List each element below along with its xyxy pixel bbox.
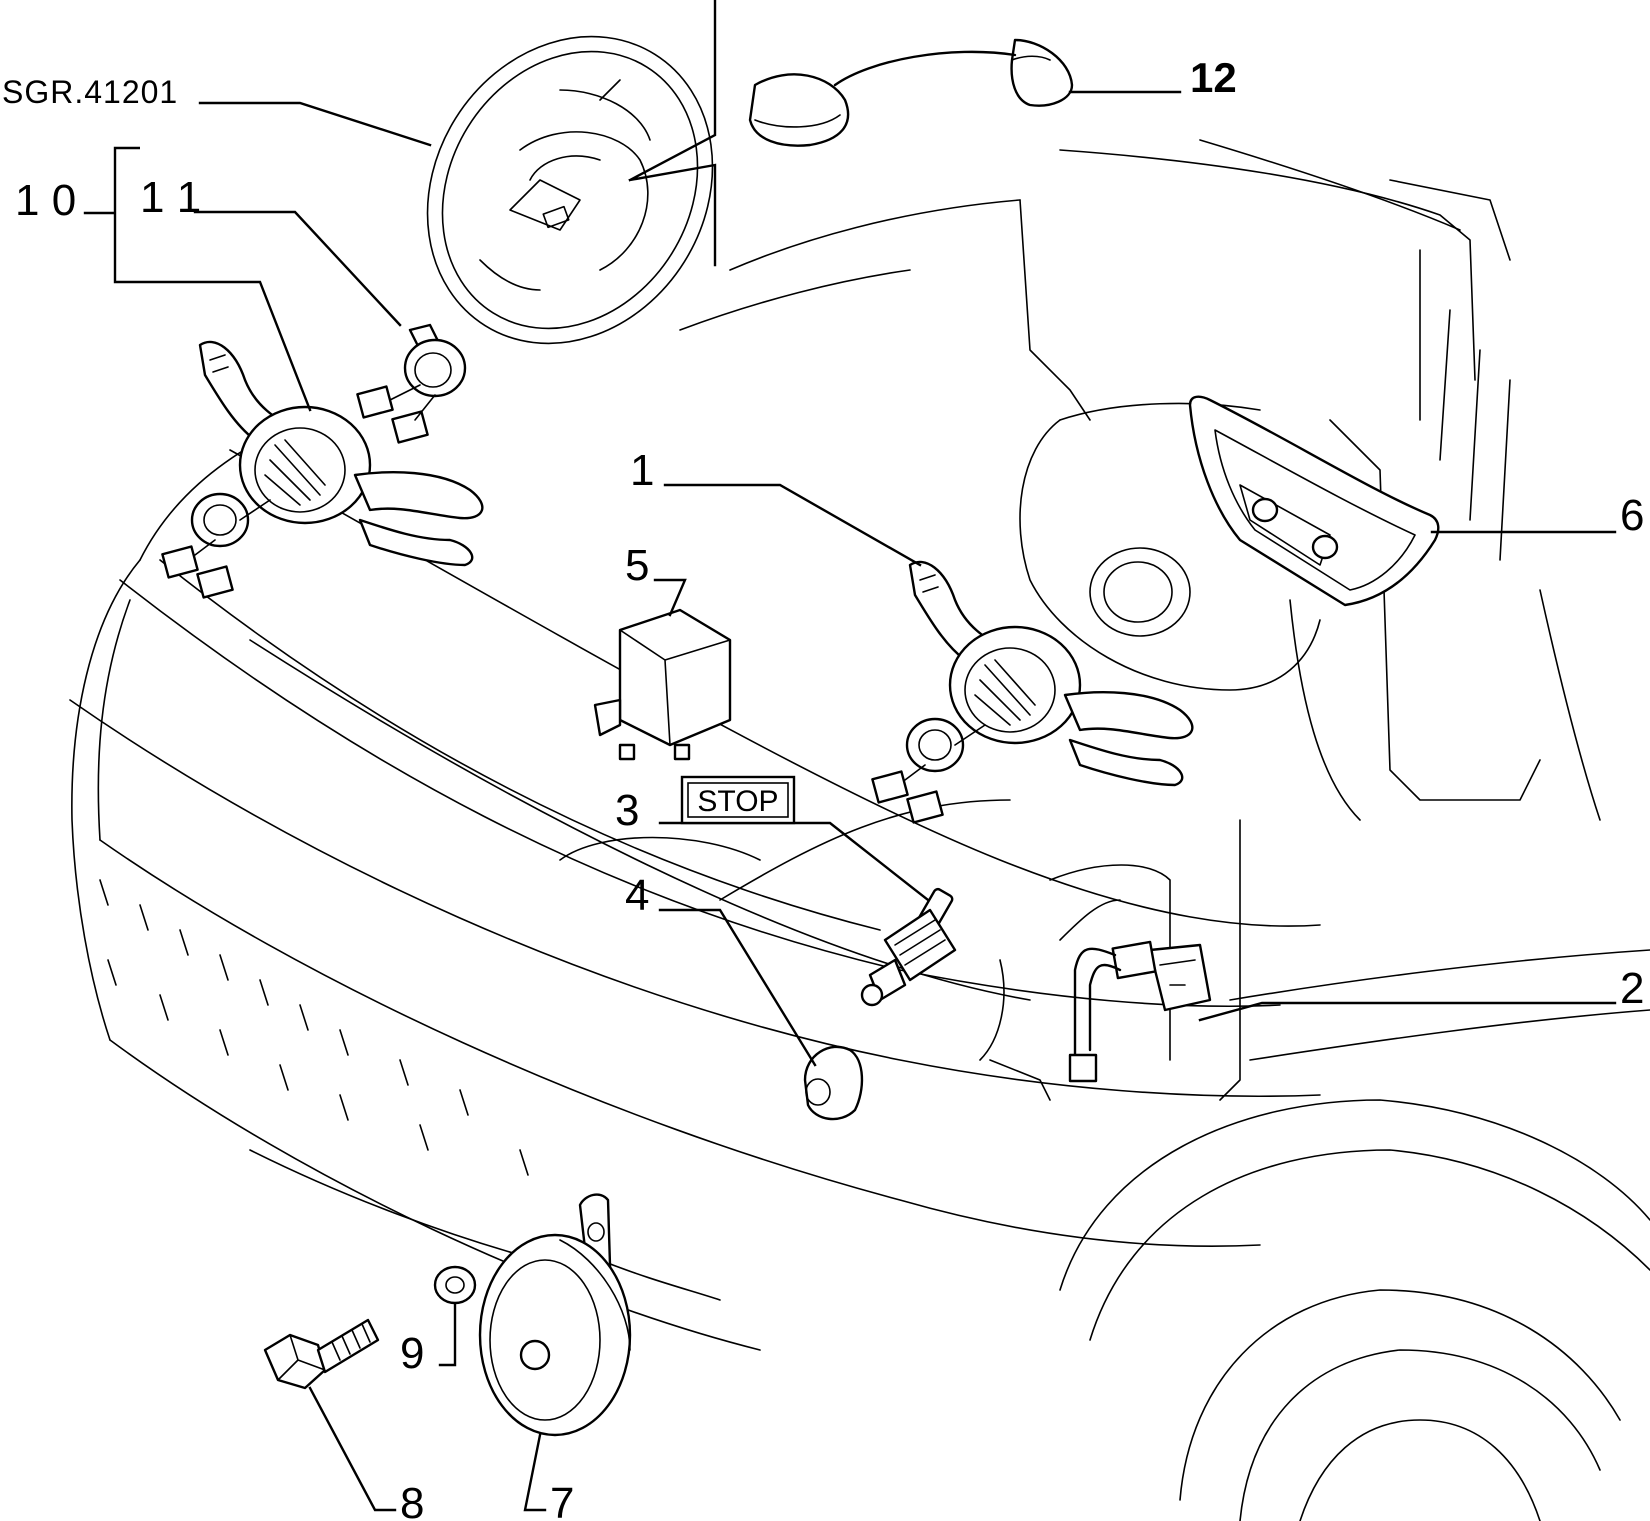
callout-9: 9 [400,1329,424,1378]
steering-wheel-outline [426,35,714,345]
callout-3: 3 [615,786,639,835]
callout-11: 1 1 [140,173,201,222]
callout-6: 6 [1620,491,1644,540]
relay-part-5 [593,608,732,761]
callout-2: 2 [1620,964,1644,1013]
callout-labels: SGR.41201 12 1 0 1 1 1 5 6 3 4 2 9 8 7 [2,54,1644,1521]
drawing-reference: SGR.41201 [2,74,178,110]
bulb-holder-part-11 [356,323,467,444]
leader-lines [83,0,1617,1512]
horn-buttons-part-12 [748,38,1074,147]
vehicle-body-outline [69,139,1650,1521]
connector-switch-part-2 [1068,940,1212,1083]
bulb-holder-assembly-part-1 [871,560,1194,824]
callout-4: 4 [625,871,649,920]
horn-part-7 [478,1193,632,1437]
bolt-part-8 [263,1318,380,1390]
callout-10: 1 0 [15,176,76,225]
stop-label-box: STOP [680,775,796,825]
rubber-buffer-part-4 [803,1045,864,1121]
lamp-lens-part-6 [1188,395,1440,607]
callout-7: 7 [550,1479,574,1521]
stop-lamp-switch-part-3 [860,887,957,1007]
callout-1: 1 [630,446,654,495]
callout-5: 5 [625,541,649,590]
callout-8: 8 [400,1479,424,1521]
callout-12: 12 [1190,54,1237,101]
washer-part-9 [433,1265,477,1305]
bulb-holder-assembly-left-part-10 [161,340,484,599]
stop-label: STOP [697,785,778,818]
